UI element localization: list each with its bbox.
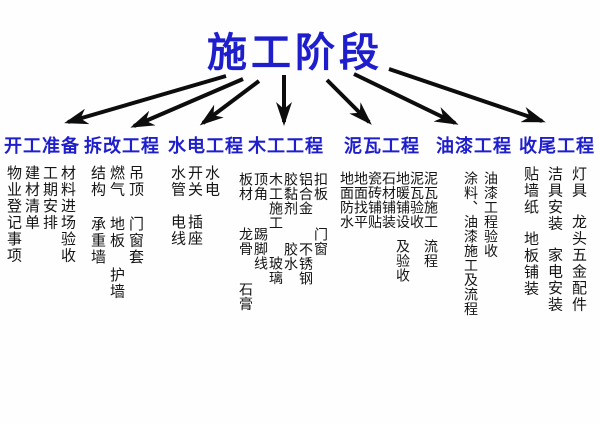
- stage-item: 及验收: [394, 239, 409, 283]
- arrow-3: [199, 79, 261, 126]
- stage-item: 灯具: [570, 166, 586, 199]
- stage-item-line: 木工施工玻璃: [267, 172, 282, 285]
- category-header-1: 开工准备: [4, 136, 80, 156]
- arrow-7: [388, 67, 546, 123]
- stage-item-line: 泥瓦验收: [408, 171, 423, 229]
- stage-item: 水电: [203, 165, 219, 198]
- stage-item: 吊顶: [127, 165, 143, 198]
- stage-item: 油漆工程验收: [482, 171, 497, 258]
- stage-item: 材料进场验收: [59, 165, 75, 264]
- stage-item-line: 顶角踢脚线: [252, 172, 267, 271]
- category-header-4: 木工工程: [248, 136, 324, 156]
- stage-item: 贴墙纸: [522, 166, 538, 216]
- stage-item: 泥瓦施工: [422, 171, 437, 229]
- stage-item: 门窗: [312, 227, 327, 256]
- stage-item-line: 地面找平: [352, 171, 367, 229]
- stage-item: 涂料、油漆施工及流程: [462, 171, 477, 316]
- stage-item-line: 建材清单: [23, 165, 39, 231]
- arrow-6: [353, 72, 459, 125]
- stage-item-line: 板材龙骨石膏: [237, 172, 252, 311]
- stage-item: 家电安装: [546, 247, 562, 313]
- stage-item: 物业登记事项: [5, 165, 21, 264]
- stage-item: 石膏: [237, 282, 252, 311]
- stage-item: 扣板: [312, 172, 327, 201]
- stage-item-line: 工期安排: [41, 165, 57, 231]
- stage-item-line: 燃气地板护墙: [108, 165, 124, 300]
- stage-item: 地暖铺设: [394, 171, 409, 229]
- category-items-4: 扣板门窗铝合金不锈钢胶黏剂胶水木工施工玻璃顶角踢脚线板材龙骨石膏: [237, 172, 327, 311]
- stage-item-line: 涂料、油漆施工及流程: [462, 171, 477, 316]
- category-items-5: 泥瓦施工流程泥瓦验收地暖铺设及验收石材铺装瓷砖铺贴地面找平地面防水: [338, 171, 437, 283]
- connector-arrows: [64, 67, 546, 128]
- stage-item: 玻璃: [267, 256, 282, 285]
- stage-item: 流程: [422, 239, 437, 268]
- stage-item: 门窗套: [127, 216, 143, 266]
- stage-item: 龙头五金配件: [570, 214, 586, 313]
- stage-item-line: 扣板门窗: [312, 172, 327, 256]
- stage-item: 泥瓦验收: [408, 171, 423, 229]
- stage-item: 木工施工: [267, 172, 282, 230]
- stage-item-line: 洁具安装家电安装: [546, 166, 562, 313]
- stage-item-line: 水电: [203, 165, 219, 198]
- arrow-5: [325, 78, 372, 125]
- stage-item: 地板: [108, 216, 124, 249]
- category-items-2: 吊顶门窗套燃气地板护墙结构承重墙: [89, 165, 143, 300]
- stage-item-line: 胶黏剂胶水: [282, 172, 297, 271]
- stage-item: 胶黏剂: [282, 172, 297, 216]
- stage-item: 建材清单: [23, 165, 39, 231]
- stage-item: 石材铺装: [380, 171, 395, 229]
- stage-item: 承重墙: [89, 216, 105, 266]
- stage-item: 护墙: [108, 267, 124, 300]
- stage-item: 龙骨: [237, 227, 252, 256]
- stage-item: 地面防水: [338, 171, 353, 229]
- diagram-title: 施工阶段: [207, 30, 383, 75]
- stage-item-line: 泥瓦施工流程: [422, 171, 437, 268]
- stage-item: 水管: [169, 165, 185, 198]
- category-header-3: 水电工程: [168, 136, 244, 156]
- stage-item-line: 贴墙纸地板铺装: [522, 166, 538, 297]
- category-header-6: 油漆工程: [436, 136, 512, 156]
- stage-item: 工期安排: [41, 165, 57, 231]
- category-header-5: 泥瓦工程: [344, 136, 420, 156]
- stage-item-line: 地面防水: [338, 171, 353, 229]
- arrow-2: [130, 77, 244, 128]
- stage-item-line: 地暖铺设及验收: [394, 171, 409, 283]
- category-header-2: 拆改工程: [84, 136, 160, 156]
- stage-item: 结构: [89, 165, 105, 198]
- stage-item-line: 物业登记事项: [5, 165, 21, 264]
- stage-item: 胶水: [282, 241, 297, 271]
- category-header-7: 收尾工程: [519, 136, 595, 156]
- stage-item-line: 水管电线: [169, 165, 185, 247]
- stage-item-line: 开关插座: [186, 165, 202, 247]
- category-items-6: 油漆工程验收涂料、油漆施工及流程: [460, 171, 497, 316]
- stage-item-line: 吊顶门窗套: [127, 165, 143, 266]
- stage-item-line: 石材铺装: [380, 171, 395, 229]
- stage-item-line: 结构承重墙: [89, 165, 105, 266]
- category-items-3: 水电开关插座水管电线: [169, 165, 219, 247]
- stage-item: 踢脚线: [252, 227, 267, 271]
- stage-item-line: 灯具龙头五金配件: [570, 166, 586, 313]
- stage-item: 顶角: [252, 172, 267, 201]
- stage-item: 地面找平: [352, 171, 367, 229]
- stage-item-line: 瓷砖铺贴: [366, 171, 381, 229]
- stage-item: 开关: [186, 165, 202, 198]
- stage-item: 燃气: [108, 165, 124, 198]
- stage-item: 不锈钢: [297, 241, 312, 286]
- stage-item: 铝合金: [297, 172, 312, 216]
- category-items-1: 材料进场验收工期安排建材清单物业登记事项: [5, 165, 75, 264]
- stage-item: 地板铺装: [522, 230, 538, 297]
- stage-item: 板材: [237, 172, 252, 201]
- stage-item: 插座: [186, 214, 202, 247]
- stage-item-line: 铝合金不锈钢: [297, 172, 312, 286]
- arrow-1: [64, 74, 227, 125]
- stage-item: 洁具安装: [546, 166, 562, 232]
- stage-item: 电线: [169, 214, 185, 247]
- category-items-7: 灯具龙头五金配件洁具安装家电安装贴墙纸地板铺装: [521, 166, 586, 313]
- stage-item: 瓷砖铺贴: [366, 171, 381, 229]
- stage-item-line: 油漆工程验收: [482, 171, 497, 258]
- stage-item-line: 材料进场验收: [59, 165, 75, 264]
